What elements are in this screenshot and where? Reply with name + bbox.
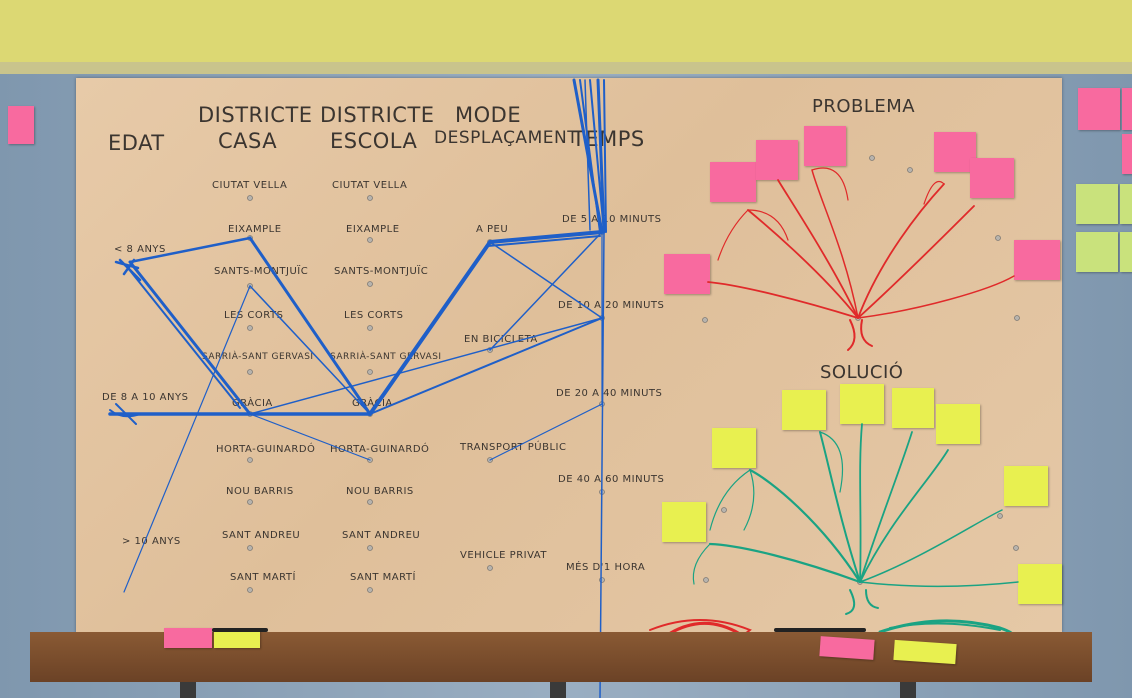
solucio-note bbox=[662, 502, 706, 542]
header-problema: PROBLEMA bbox=[812, 96, 916, 117]
pink-note-pad bbox=[819, 636, 875, 660]
districte-escola-label: NOU BARRIS bbox=[346, 486, 414, 497]
bench-leg bbox=[900, 682, 916, 698]
header-districte-escola-2: ESCOLA bbox=[330, 129, 418, 153]
blue-strings bbox=[108, 78, 607, 698]
marker-pen bbox=[212, 628, 268, 632]
solucio-note bbox=[892, 388, 934, 428]
header-mode-1: MODE bbox=[455, 103, 522, 127]
bench-leg bbox=[180, 682, 196, 698]
districte-escola-label: SANTS-MONTJUÏC bbox=[334, 266, 429, 277]
districte-casa-label: CIUTAT VELLA bbox=[212, 180, 288, 191]
problema-note bbox=[1014, 240, 1060, 280]
marker-pen bbox=[774, 628, 866, 632]
header-mode-2: DESPLAÇAMENT bbox=[434, 128, 579, 148]
header-districte-escola-1: DISTRICTE bbox=[320, 103, 435, 127]
solucio-note bbox=[936, 404, 980, 444]
pink-note-pad bbox=[164, 628, 212, 648]
mode-label: A PEU bbox=[476, 224, 509, 235]
header-temps: TEMPS bbox=[572, 127, 645, 151]
districte-casa-label: SARRIÀ-SANT GERVASI bbox=[202, 352, 314, 362]
edat-label: < 8 ANYS bbox=[114, 244, 166, 255]
wall-note-left bbox=[8, 106, 34, 144]
districte-casa-label: EIXAMPLE bbox=[228, 224, 282, 235]
temps-label: DE 20 A 40 MINUTS bbox=[556, 388, 663, 399]
problema-note bbox=[934, 132, 976, 172]
pins bbox=[247, 155, 1020, 593]
wall-note-right-5 bbox=[1120, 184, 1132, 224]
districte-escola-label: EIXAMPLE bbox=[346, 224, 400, 235]
mode-label: TRANSPORT PÚBLIC bbox=[460, 442, 567, 453]
wall-note-right-4 bbox=[1076, 184, 1118, 224]
wall-note-right-6 bbox=[1076, 232, 1118, 272]
districte-casa-label: NOU BARRIS bbox=[226, 486, 294, 497]
temps-label: MÉS D'1 HORA bbox=[566, 562, 646, 573]
header-solucio: SOLUCIÓ bbox=[820, 362, 904, 383]
districte-casa-label: SANT MARTÍ bbox=[230, 572, 296, 583]
edat-label: > 10 ANYS bbox=[122, 536, 181, 547]
header-edat: EDAT bbox=[108, 131, 165, 155]
districte-escola-label: HORTA-GUINARDÓ bbox=[330, 444, 430, 455]
districte-casa-label: SANT ANDREU bbox=[222, 530, 301, 541]
temps-label: DE 10 A 20 MINUTS bbox=[558, 300, 665, 311]
wall-note-right-7 bbox=[1120, 232, 1132, 272]
temps-label: DE 40 A 60 MINUTS bbox=[558, 474, 665, 485]
wall-rail bbox=[0, 62, 1132, 74]
districte-escola-label: SANT MARTÍ bbox=[350, 572, 416, 583]
yellow-note-pad bbox=[214, 630, 260, 648]
solucio-note bbox=[782, 390, 826, 430]
problema-note bbox=[804, 126, 846, 166]
problema-note bbox=[756, 140, 798, 180]
red-strings bbox=[649, 167, 1015, 655]
problema-note bbox=[664, 254, 710, 294]
districte-escola-label: SARRIÀ-SANT GERVASI bbox=[330, 352, 442, 362]
header-districte-casa-1: DISTRICTE bbox=[198, 103, 313, 127]
districte-casa-label: GRÀCIA bbox=[232, 398, 273, 409]
problema-note bbox=[970, 158, 1014, 198]
wall-note-right-1 bbox=[1078, 88, 1120, 130]
bench-leg bbox=[550, 682, 566, 698]
districte-casa-label: LES CORTS bbox=[224, 310, 284, 321]
problema-note bbox=[710, 162, 756, 202]
wall-note-right-2 bbox=[1122, 88, 1132, 130]
districte-casa-label: HORTA-GUINARDÓ bbox=[216, 444, 316, 455]
yellow-note-pad bbox=[893, 639, 957, 665]
districte-escola-label: SANT ANDREU bbox=[342, 530, 421, 541]
solucio-note bbox=[1018, 564, 1062, 604]
header-districte-casa-2: CASA bbox=[218, 129, 278, 153]
districte-casa-label: SANTS-MONTJUÏC bbox=[214, 266, 309, 277]
teal-strings bbox=[692, 423, 1019, 646]
districte-escola-label: GRÀCIA bbox=[352, 398, 393, 409]
wall-upper bbox=[0, 0, 1132, 70]
plywood-board bbox=[76, 78, 1062, 633]
edat-label: DE 8 A 10 ANYS bbox=[102, 392, 189, 403]
solucio-note bbox=[840, 384, 884, 424]
wall-note-right-3 bbox=[1122, 134, 1132, 174]
districte-escola-label: CIUTAT VELLA bbox=[332, 180, 408, 191]
districte-escola-label: LES CORTS bbox=[344, 310, 404, 321]
solucio-note bbox=[1004, 466, 1048, 506]
mode-label: VEHICLE PRIVAT bbox=[460, 550, 547, 561]
temps-label: DE 5 A 10 MINUTS bbox=[562, 214, 662, 225]
solucio-note bbox=[712, 428, 756, 468]
